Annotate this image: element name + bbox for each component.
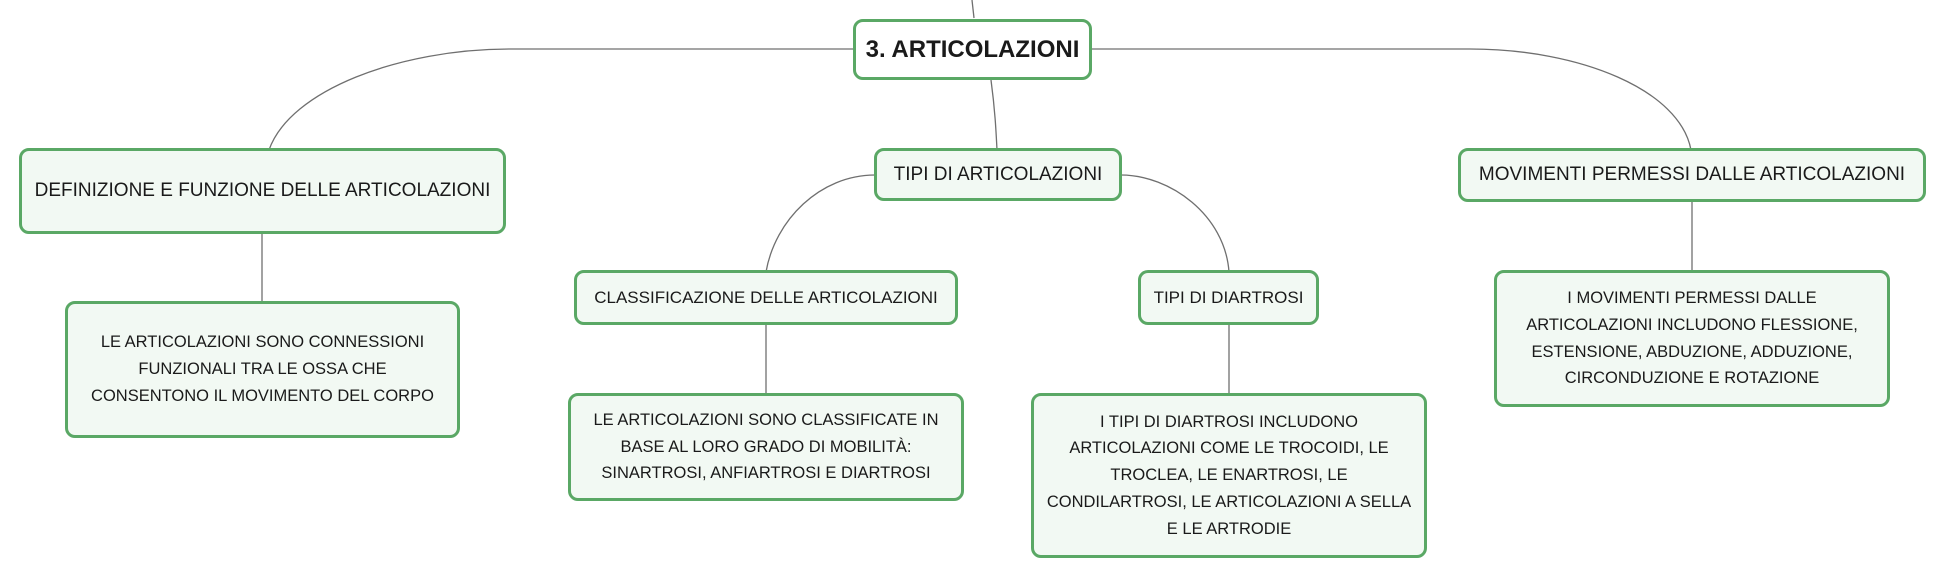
connector-tipi-diartrosi [1120, 174, 1230, 273]
topic-movimenti-label: MOVIMENTI PERMESSI DALLE ARTICOLAZIONI [1478, 164, 1906, 185]
topic-tipi-articolazioni[interactable]: TIPI DI ARTICOLAZIONI [874, 148, 1122, 201]
topic-classificazione[interactable]: CLASSIFICAZIONE DELLE ARTICOLAZIONI [574, 270, 958, 325]
detail-diartrosi-text: I TIPI DI DIARTROSI INCLUDONO ARTICOLAZI… [1046, 412, 1412, 538]
root-topic[interactable]: 3. ARTICOLAZIONI [853, 19, 1092, 80]
topic-tipi-label: TIPI DI ARTICOLAZIONI [893, 163, 1103, 185]
detail-tipi-diartrosi[interactable]: I TIPI DI DIARTROSI INCLUDONO ARTICOLAZI… [1031, 393, 1427, 558]
root-topic-label: 3. ARTICOLAZIONI [865, 35, 1080, 63]
topic-classificazione-label: CLASSIFICAZIONE DELLE ARTICOLAZIONI [594, 287, 938, 307]
detail-definizione[interactable]: LE ARTICOLAZIONI SONO CONNESSIONI FUNZIO… [65, 301, 460, 438]
detail-classificazione[interactable]: LE ARTICOLAZIONI SONO CLASSIFICATE IN BA… [568, 393, 964, 501]
detail-definizione-text: LE ARTICOLAZIONI SONO CONNESSIONI FUNZIO… [91, 333, 434, 405]
topic-tipi-diartrosi[interactable]: TIPI DI DIARTROSI [1138, 270, 1319, 325]
topic-definizione-label: DEFINIZIONE E FUNZIONE DELLE ARTICOLAZIO… [34, 180, 491, 201]
connector-root-tipi [990, 79, 998, 151]
connector-tipi-classificazione [765, 174, 876, 273]
connector-root-movimenti [1092, 48, 1692, 151]
detail-classificazione-text: LE ARTICOLAZIONI SONO CLASSIFICATE IN BA… [593, 410, 939, 483]
detail-movimenti[interactable]: I MOVIMENTI PERMESSI DALLE ARTICOLAZIONI… [1494, 270, 1890, 407]
detail-movimenti-text: I MOVIMENTI PERMESSI DALLE ARTICOLAZIONI… [1526, 289, 1858, 388]
topic-movimenti[interactable]: MOVIMENTI PERMESSI DALLE ARTICOLAZIONI [1458, 148, 1926, 202]
topic-definizione[interactable]: DEFINIZIONE E FUNZIONE DELLE ARTICOLAZIO… [19, 148, 506, 234]
connector-root-definizione [268, 48, 855, 151]
connector-parent-up [971, 0, 975, 19]
topic-diartrosi-label: TIPI DI DIARTROSI [1153, 287, 1304, 307]
